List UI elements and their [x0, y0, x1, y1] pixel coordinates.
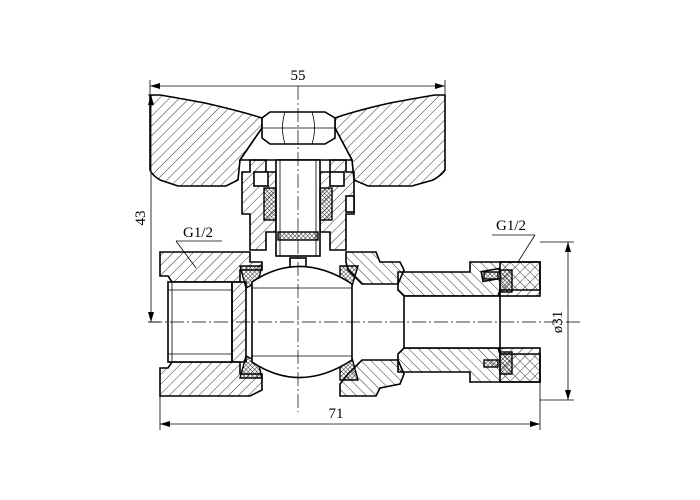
handle-nut [261, 111, 336, 145]
dim-label-55: 55 [291, 68, 306, 84]
valve-body [159, 251, 405, 397]
thread-label-right: G1/2 [496, 218, 526, 234]
dimension-top [149, 80, 446, 94]
dimension-bottom [159, 382, 541, 430]
center-lines [148, 86, 580, 412]
thread-label-left-leader [175, 240, 222, 269]
thread-label-right-leader [492, 234, 536, 263]
stem-assembly [241, 159, 355, 273]
dim-label-43: 43 [133, 211, 149, 226]
dimension-left [148, 94, 160, 323]
dim-label-71: 71 [329, 406, 344, 422]
dimension-right [540, 241, 574, 401]
dim-label-diameter: ø31 [550, 311, 566, 334]
thread-label-left: G1/2 [183, 225, 213, 241]
